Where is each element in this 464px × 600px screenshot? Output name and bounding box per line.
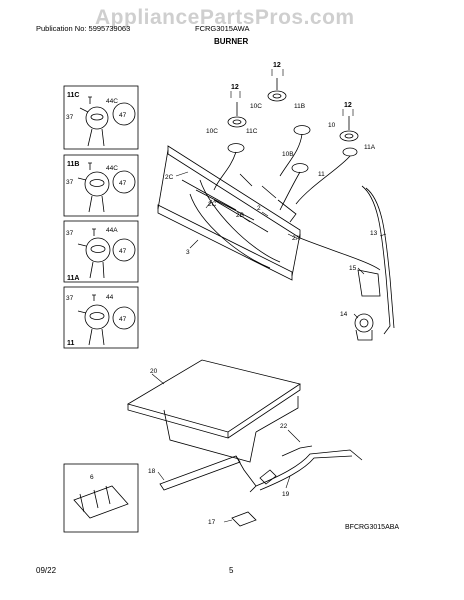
model-number: FCRG3015AWA (195, 24, 250, 33)
igniter-bracket (231, 511, 257, 527)
bake-burner-tube (159, 449, 363, 493)
inset-label-37-c: 37 (66, 230, 74, 237)
callout-10: 10 (328, 122, 336, 129)
inset-label-37-d: 37 (66, 295, 74, 302)
callout-14: 14 (340, 311, 348, 318)
callout-2c: 2C (208, 201, 217, 208)
inset-11a (63, 220, 139, 283)
callout-12-left: 12 (231, 84, 239, 91)
callout-6: 6 (90, 474, 94, 481)
callout-2a: 2A (292, 235, 301, 242)
callout-22: 22 (280, 423, 288, 430)
callout-10c: 10C (206, 128, 218, 135)
igniter (259, 445, 313, 485)
inset-label-47-b: 47 (119, 180, 127, 187)
publication-number: Publication No: 5995739063 (36, 24, 131, 33)
burner-mid-left (227, 143, 245, 153)
callout-3: 3 (186, 249, 190, 256)
inset-label-11c: 11C (67, 92, 79, 99)
page-title: BURNER (214, 37, 249, 46)
gas-tubes (189, 133, 395, 335)
callout-11b: 11B (294, 103, 305, 110)
callout-13: 13 (370, 230, 378, 237)
callout-12-center: 12 (273, 62, 281, 69)
callout-11c: 11C (246, 128, 258, 135)
inset-11 (63, 286, 139, 349)
pressure-regulator (354, 313, 374, 341)
inset-label-44c-b: 44C (106, 165, 118, 172)
inset-11b (63, 154, 139, 217)
footer-page-number: 5 (229, 566, 234, 575)
burner-top-left (227, 102, 247, 128)
callout-12-right: 12 (344, 102, 352, 109)
callout-19: 19 (282, 491, 290, 498)
inset-label-44: 44 (106, 294, 114, 301)
burner-top-center (267, 78, 287, 102)
callout-11a: 11A (364, 144, 376, 151)
callout-11: 11 (318, 171, 325, 178)
burner-top-right (339, 116, 359, 142)
callout-18: 18 (148, 468, 156, 475)
regulator-bracket (357, 269, 381, 297)
burner-mid-center (293, 125, 311, 135)
inset-label-44c-a: 44C (106, 98, 118, 105)
burner-plate (126, 359, 301, 463)
inset-label-11b: 11B (67, 161, 79, 168)
inset-label-11a: 11A (67, 275, 79, 282)
callout-2b: 2B (236, 212, 244, 219)
inset-label-37-a: 37 (66, 114, 74, 121)
callout-2c-left: 2C (165, 174, 174, 181)
inset-label-44a: 44A (106, 227, 118, 234)
callout-15: 15 (349, 265, 357, 272)
control-module (63, 463, 139, 533)
inset-11c (63, 85, 139, 150)
watermark: AppliancePartsPros.com (95, 6, 355, 29)
inset-label-47-c: 47 (119, 248, 127, 255)
footer-date: 09/22 (36, 566, 57, 575)
inset-label-11: 11 (67, 340, 75, 347)
leader-lines (151, 69, 387, 523)
inset-label-47-a: 47 (119, 112, 127, 119)
inset-label-37-b: 37 (66, 179, 74, 186)
callout-10c-top: 10C (250, 103, 262, 110)
drawing-code: BFCRG3015ABA (345, 524, 400, 531)
burner-mid-lower (291, 163, 309, 173)
callout-10b: 10B (282, 151, 294, 158)
callout-20: 20 (150, 368, 158, 375)
callout-2: 2 (257, 205, 261, 212)
burner-right-valve (342, 147, 358, 157)
inset-label-47-d: 47 (119, 316, 127, 323)
callout-17: 17 (208, 519, 216, 526)
